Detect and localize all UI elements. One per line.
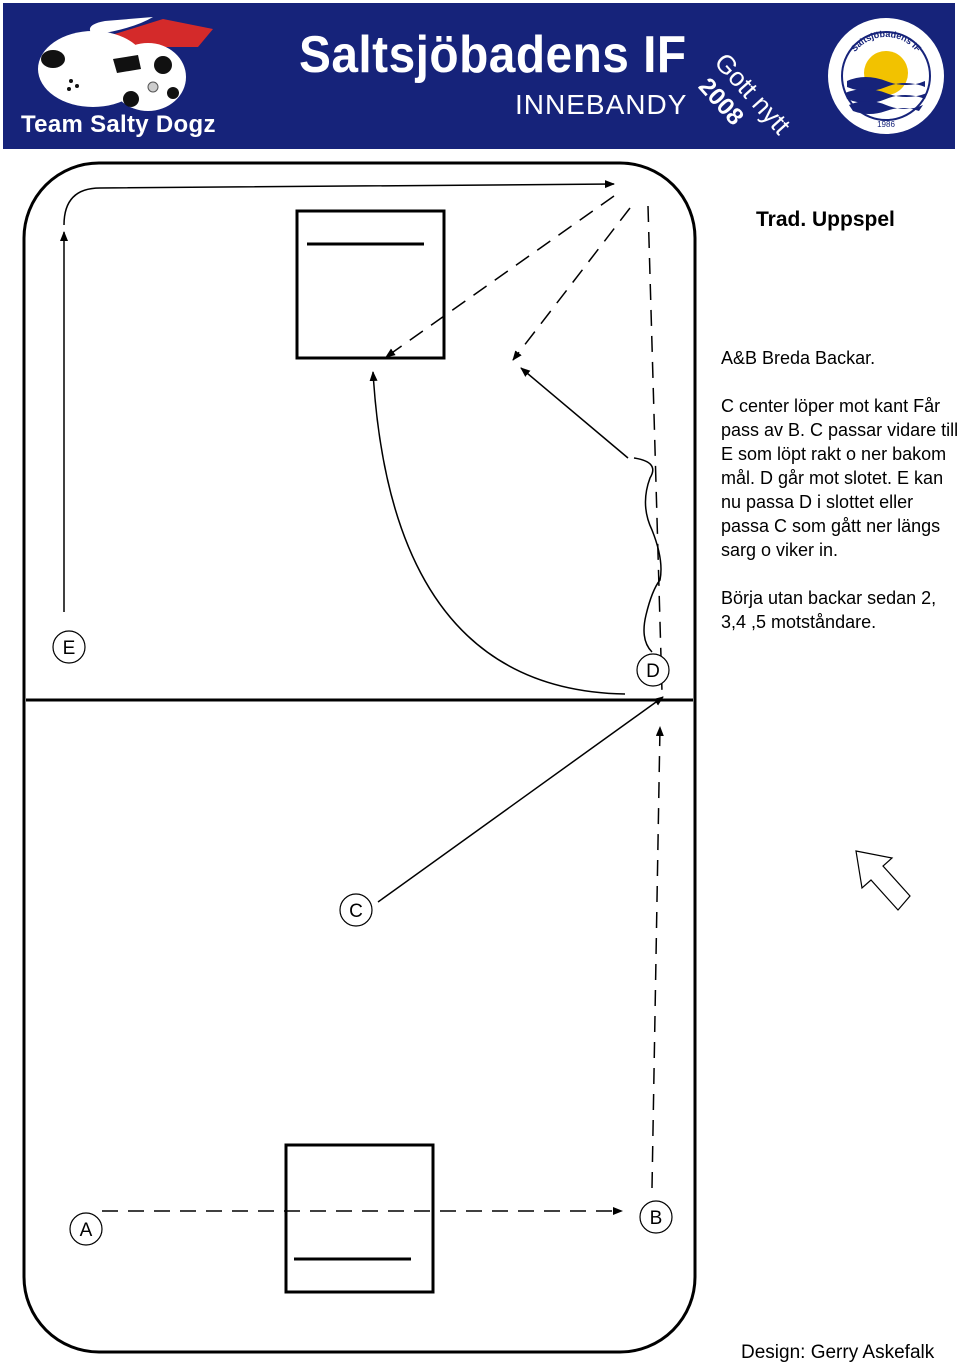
pass-to-slot	[512, 207, 631, 361]
description-paragraph: A&B Breda Backar.	[721, 348, 876, 368]
route-d-slot	[520, 367, 629, 459]
hollow-arrow-icon	[855, 850, 911, 911]
player-a: A	[69, 1212, 103, 1246]
player-a-label: A	[80, 1220, 93, 1241]
goal-area-top	[295, 209, 446, 360]
drill-title: Trad. Uppspel	[756, 208, 895, 231]
description-paragraph: Börja utan backar sedan 2, 3,4 ,5 motstå…	[721, 588, 937, 632]
badge-year: 1986	[877, 120, 895, 129]
club-name: Saltsjöbadens IF	[299, 26, 687, 84]
wave-sun-badge: Saltsjöbadens IF 1986	[828, 18, 944, 134]
route-e-run-top	[63, 180, 615, 226]
description-paragraph: C center löper mot kant Får pass av B. C…	[721, 396, 959, 560]
rink-boundary	[22, 161, 697, 1354]
header-banner: Team Salty Dogz Saltsjöbadens IF INNEBAN…	[3, 3, 955, 149]
drill-description: A&B Breda Backar. C center löper mot kan…	[721, 346, 960, 658]
dog-pirate-logo	[38, 17, 213, 111]
player-c: C	[339, 893, 373, 927]
team-name: Team Salty Dogz	[21, 111, 216, 138]
pass-b-up	[651, 726, 664, 1189]
player-b-label: B	[650, 1208, 663, 1229]
route-c-curve	[369, 371, 626, 695]
player-c-label: C	[349, 901, 363, 922]
player-d: D	[636, 653, 670, 687]
sport-label: INNEBANDY	[515, 89, 688, 120]
goal-area-bottom	[284, 1143, 435, 1294]
pass-b-line	[647, 205, 663, 693]
player-d-label: D	[646, 661, 660, 682]
player-e-label: E	[63, 638, 76, 659]
route-d-run	[633, 457, 662, 653]
pass-to-top-goal	[385, 195, 615, 358]
design-credit: Design: Gerry Askefalk	[741, 1342, 935, 1363]
route-c-up	[377, 696, 664, 903]
player-b: B	[639, 1200, 673, 1234]
player-e: E	[52, 630, 86, 664]
